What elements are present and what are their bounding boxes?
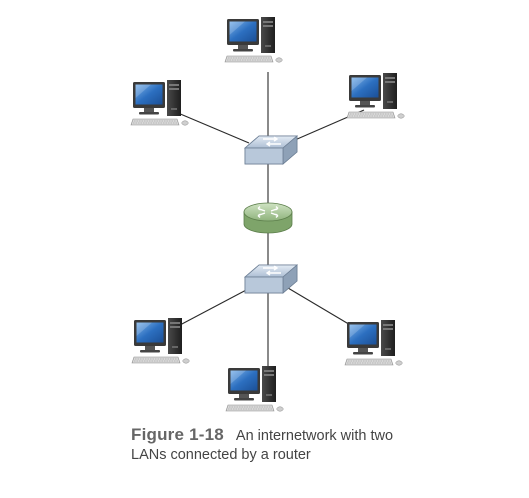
router-icon [243,202,293,234]
link-top-left-computer-to-switch [177,112,250,144]
figure-label: Figure 1-18 [131,425,224,444]
computer-icon [225,365,284,412]
link-switch-to-bottom-right-computer [287,287,353,327]
computer-icon [131,317,190,364]
link-switch-to-bottom-left-computer [179,287,251,326]
computer-icon [224,16,283,63]
caption-line-2: LANs connected by a router [131,447,311,463]
figure-caption: Figure 1-18 An internetwork with two LANs… [131,425,511,463]
caption-line-1: An internetwork with two [235,428,394,444]
switch-icon [244,135,298,165]
computer-icon [344,319,403,366]
computer-icon [346,72,405,119]
network-diagram [130,16,405,412]
computer-icon [130,79,189,126]
